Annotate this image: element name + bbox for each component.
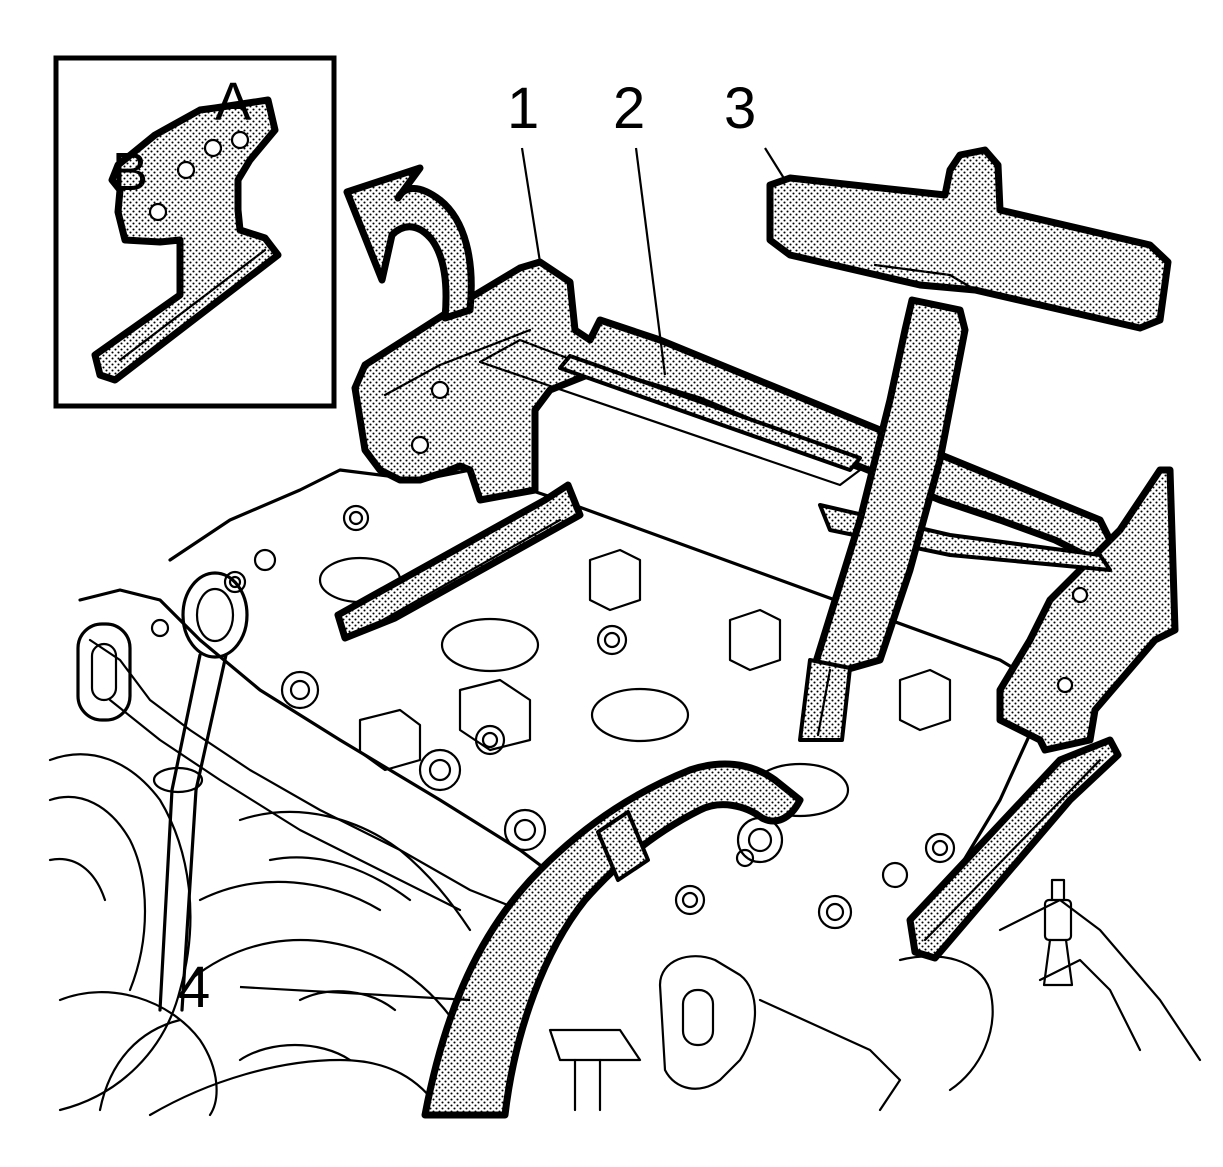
hose-part-4 <box>421 760 804 1119</box>
inset-label-a: A <box>215 72 251 132</box>
leader-lines <box>239 147 786 1002</box>
slide-bar-part-2 <box>558 354 1112 572</box>
rotation-arrow <box>343 164 475 322</box>
bracket-part-1 <box>334 258 1179 962</box>
detail-inset <box>53 55 337 409</box>
callout-2: 2 <box>613 76 645 141</box>
inset-label-b: B <box>112 142 148 202</box>
callout-1: 1 <box>507 76 539 141</box>
callout-3: 3 <box>724 76 756 141</box>
t-handle-part-3 <box>766 146 1172 742</box>
callout-4: 4 <box>178 955 210 1020</box>
dipstick <box>152 571 249 1012</box>
